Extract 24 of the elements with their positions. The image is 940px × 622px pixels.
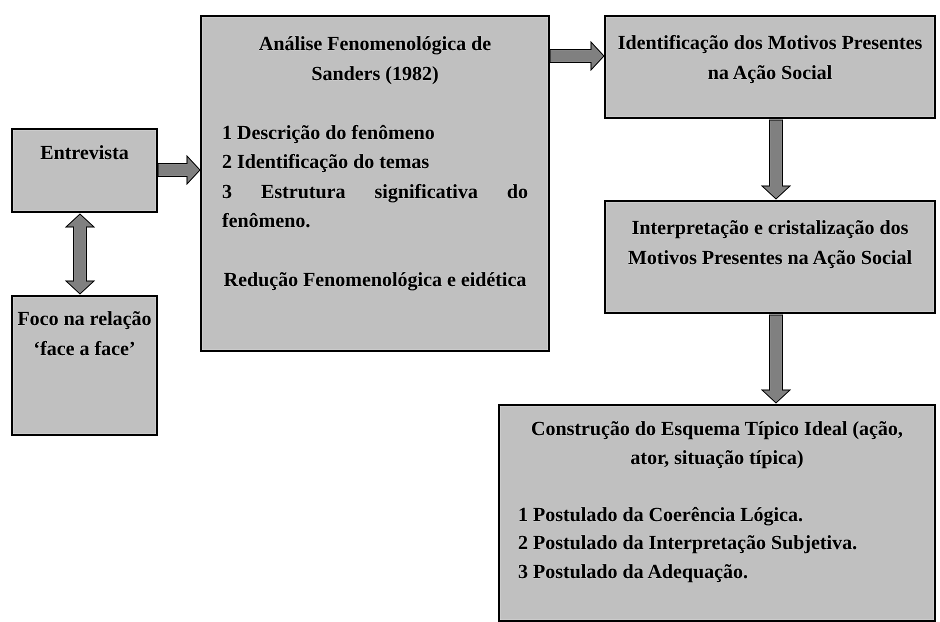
process-box bbox=[11, 295, 158, 436]
box-text: 2 Postulado da Interpretação Subjetiva. bbox=[518, 531, 858, 556]
process-box bbox=[604, 200, 936, 314]
block-arrow bbox=[760, 314, 792, 404]
process-box bbox=[604, 15, 936, 119]
process-box bbox=[200, 15, 550, 352]
process-box bbox=[498, 404, 936, 622]
box-text: Redução Fenomenológica e eidética bbox=[222, 268, 528, 293]
box-heading: Interpretação e cristalização dos Motivos Presentes na Ação Social bbox=[626, 216, 914, 270]
box-text: 3 Postulado da Adequação. bbox=[518, 560, 750, 584]
box-heading: Análise Fenomenológica de Sanders (1982) bbox=[258, 32, 492, 86]
process-box bbox=[11, 128, 158, 213]
block-arrow bbox=[760, 120, 792, 200]
box-text: 2 Identificação do temas bbox=[222, 150, 430, 175]
box-heading: Foco na relação ‘face a face’ bbox=[17, 307, 152, 362]
box-text: 1 Postulado da Coerência Lógica. bbox=[518, 502, 804, 528]
box-heading: Construção do Esquema Típico Ideal (ação, ator, situação típica) bbox=[530, 417, 904, 470]
block-arrow bbox=[64, 213, 96, 295]
box-text: 3 Estrutura significativa do fenômeno. bbox=[222, 180, 528, 234]
box-text: 1 Descrição do fenômeno bbox=[222, 120, 436, 146]
box-heading: Identificação dos Motivos Presentes na Ação Social bbox=[616, 31, 924, 86]
block-arrow bbox=[550, 40, 605, 72]
box-heading: Entrevista bbox=[39, 141, 130, 166]
block-arrow bbox=[158, 154, 201, 186]
